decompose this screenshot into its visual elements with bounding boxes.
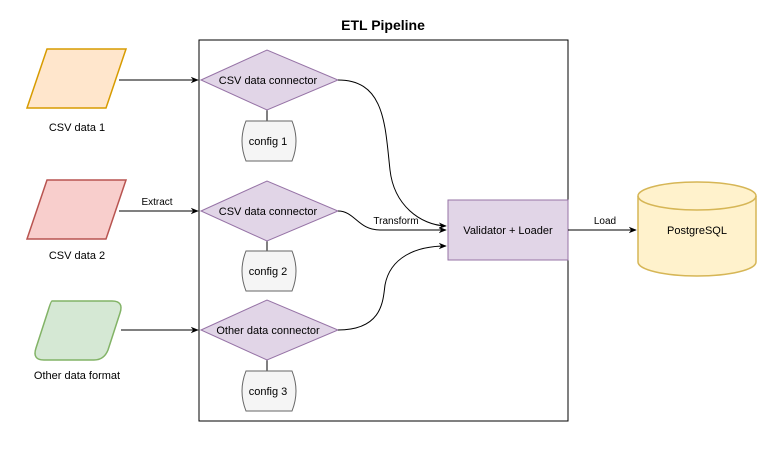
config-label-1: config 1 bbox=[249, 136, 288, 148]
processor-label: Validator + Loader bbox=[463, 225, 553, 237]
source-shape-csv-1[interactable] bbox=[25, 48, 128, 109]
edge-label-extract: Extract bbox=[141, 197, 172, 208]
config-doc-2[interactable] bbox=[241, 250, 297, 292]
edge-label-load: Load bbox=[594, 216, 616, 227]
source-label-csv-2: CSV data 2 bbox=[49, 250, 105, 262]
edge-connector2-processor bbox=[337, 210, 447, 234]
processor-box[interactable] bbox=[447, 199, 569, 261]
connector-label-2: CSV data connector bbox=[219, 206, 318, 218]
source-label-csv-1: CSV data 1 bbox=[49, 122, 105, 134]
source-label-other: Other data format bbox=[34, 370, 120, 382]
config-doc-1[interactable] bbox=[241, 120, 297, 162]
edge-label-transform: Transform bbox=[373, 216, 418, 227]
source-shape-other[interactable] bbox=[34, 300, 122, 361]
config-doc-3[interactable] bbox=[241, 370, 297, 412]
connector-label-1: CSV data connector bbox=[219, 75, 318, 87]
diagram-title: ETL Pipeline bbox=[341, 17, 425, 33]
edge-connector1-processor bbox=[337, 79, 447, 229]
edge-connector3-processor bbox=[337, 242, 447, 331]
connector-label-3: Other data connector bbox=[216, 325, 320, 337]
source-shape-csv-2[interactable] bbox=[25, 179, 128, 240]
postgres-cylinder[interactable] bbox=[637, 181, 757, 277]
config-label-3: config 3 bbox=[249, 386, 288, 398]
postgres-cylinder-top-rim bbox=[637, 195, 757, 211]
postgres-label: PostgreSQL bbox=[667, 225, 727, 237]
config-label-2: config 2 bbox=[249, 266, 288, 278]
